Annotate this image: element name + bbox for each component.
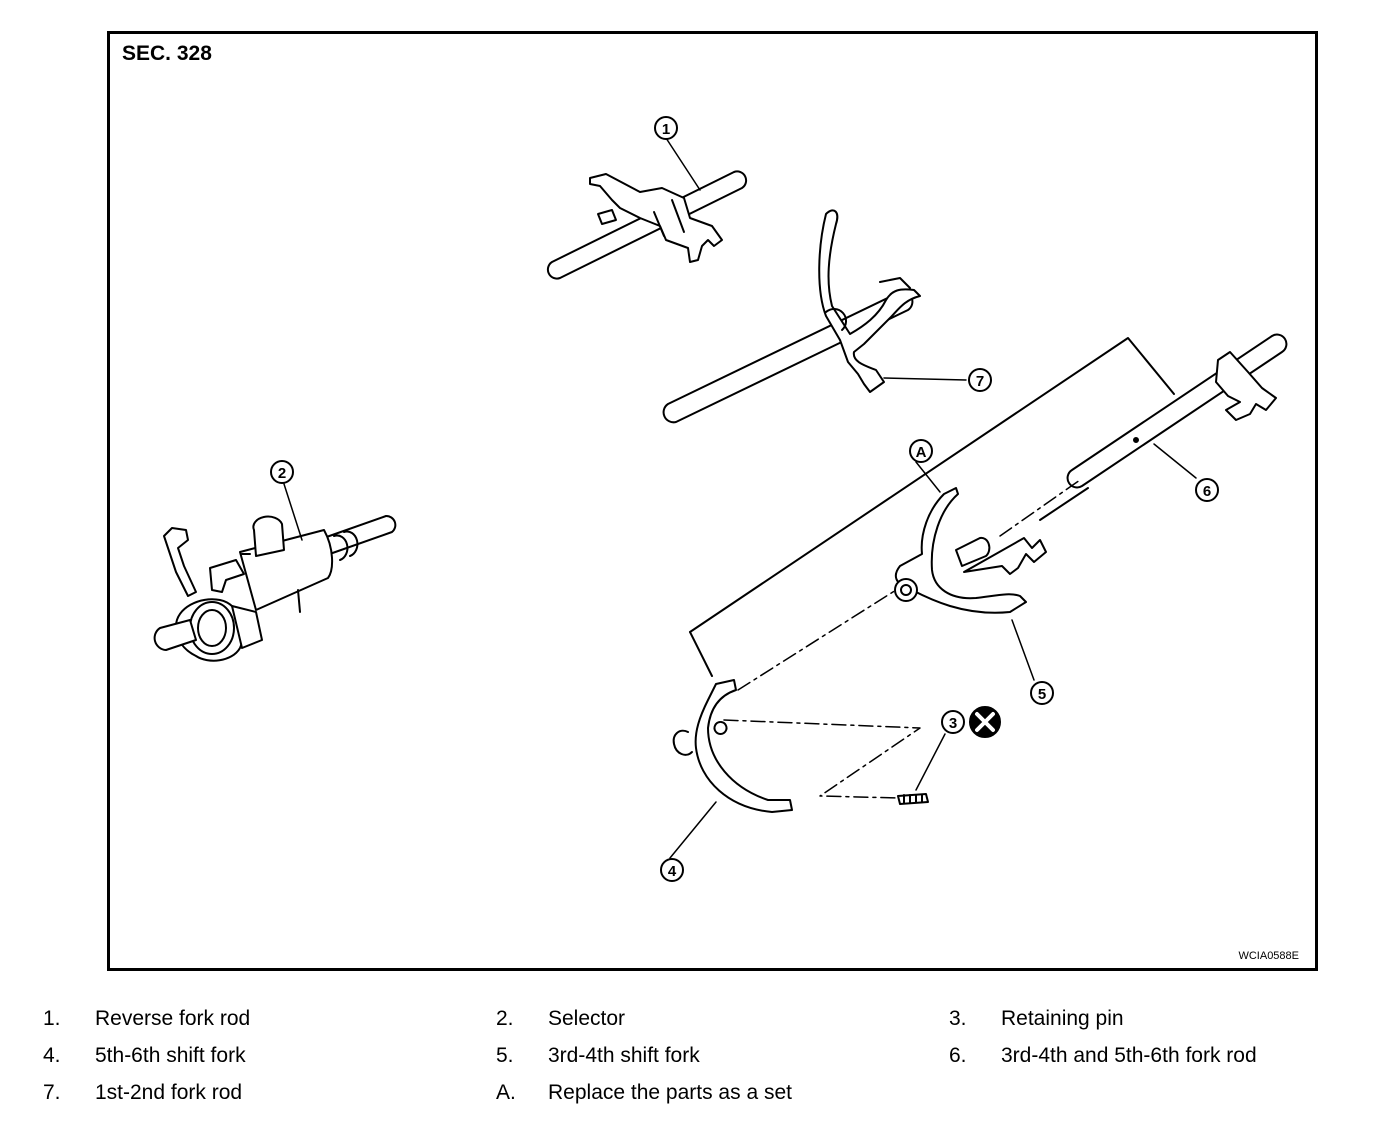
legend-number: 2. [496, 1007, 514, 1030]
alignment-lines [723, 479, 1081, 799]
legend-text: 3rd-4th and 5th-6th fork rod [1001, 1044, 1257, 1067]
legend-text: Selector [548, 1007, 626, 1030]
fork-rod-3-6-part [1066, 333, 1288, 489]
legend-number: 7. [43, 1081, 61, 1104]
set-bracket-lines [689, 337, 1175, 677]
callout-7: 7 [968, 368, 992, 392]
first-second-fork-rod-part [662, 209, 921, 424]
svg-text:1: 1 [662, 121, 670, 138]
selector-part [153, 514, 397, 662]
callout-a: A [909, 439, 933, 463]
section-label: SEC. 328 [122, 42, 212, 65]
svg-text:2: 2 [278, 465, 286, 482]
reverse-fork-rod-part [546, 170, 748, 280]
legend-text: Reverse fork rod [95, 1007, 251, 1030]
svg-text:5: 5 [1038, 686, 1046, 703]
legend-text: 5th-6th shift fork [95, 1044, 246, 1067]
fifth-sixth-shift-fork-part [672, 679, 793, 813]
legend-number: 1. [43, 1007, 61, 1030]
callout-4: 4 [660, 858, 684, 882]
legend-number: 3. [949, 1007, 967, 1030]
callout-3: 3 [941, 710, 965, 734]
do-not-reuse-icon [969, 706, 1001, 738]
exploded-view-drawing: 1 2 3 4 5 6 7 A [153, 116, 1288, 882]
svg-text:A: A [916, 444, 927, 461]
parts-legend: 1. Reverse fork rod 2. Selector 3. Retai… [0, 1000, 1376, 1120]
third-fourth-shift-fork-part [894, 487, 1047, 614]
svg-text:3: 3 [949, 715, 957, 732]
legend-text: Replace the parts as a set [548, 1081, 792, 1104]
svg-text:7: 7 [976, 373, 984, 390]
svg-text:6: 6 [1203, 483, 1211, 500]
legend-text: 1st-2nd fork rod [95, 1081, 243, 1104]
legend-number: 6. [949, 1044, 967, 1067]
legend-text: 3rd-4th shift fork [548, 1044, 700, 1067]
legend-text: Retaining pin [1001, 1007, 1124, 1030]
svg-text:4: 4 [668, 863, 677, 880]
callout-2: 2 [270, 460, 294, 484]
callout-5: 5 [1030, 681, 1054, 705]
legend-number: 5. [496, 1044, 514, 1067]
figure-code: WCIA0588E [1238, 950, 1299, 962]
legend-number: 4. [43, 1044, 61, 1067]
callout-1: 1 [654, 116, 678, 140]
legend-number: A. [496, 1081, 516, 1104]
retaining-pin-part [897, 793, 929, 805]
callout-6: 6 [1195, 478, 1219, 502]
leader-lines [283, 137, 1197, 859]
